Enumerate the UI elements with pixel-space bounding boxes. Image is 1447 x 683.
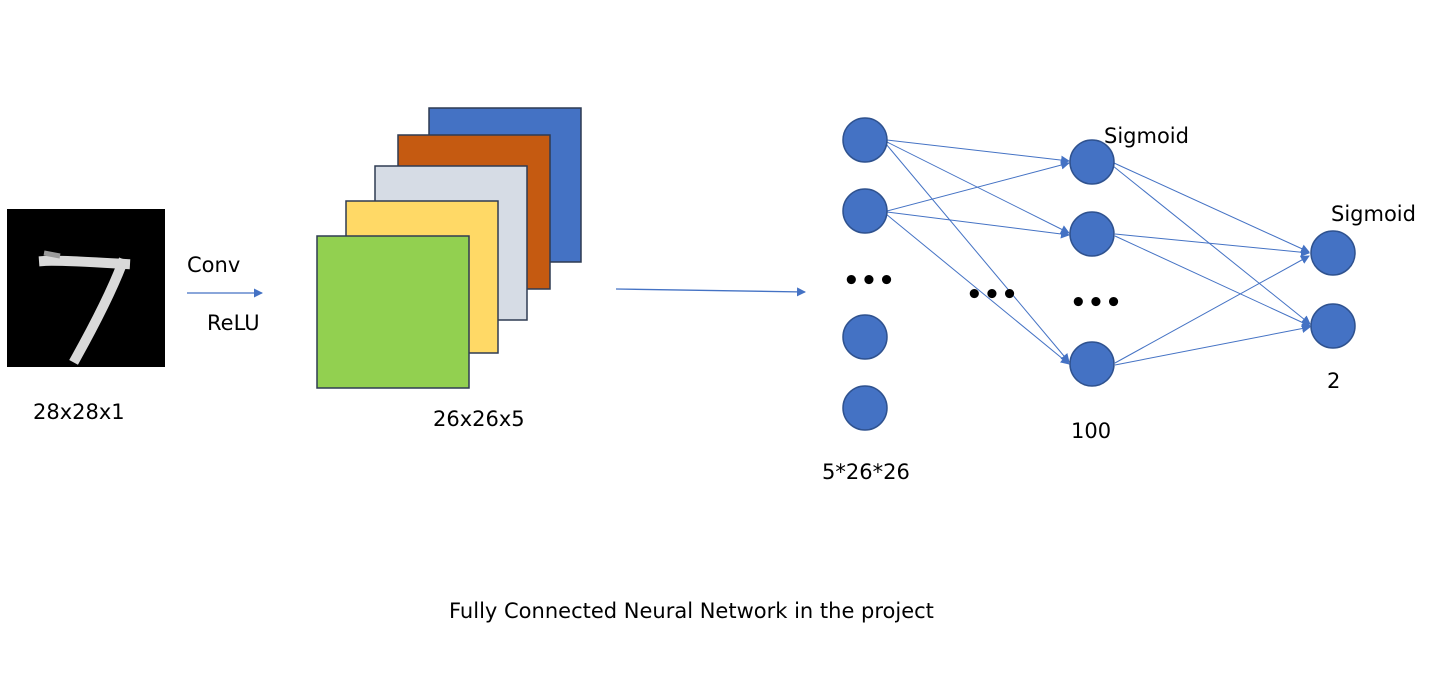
feature-map-blue <box>428 107 582 263</box>
edge <box>886 160 1070 212</box>
edge <box>1112 165 1311 325</box>
hidden-layer-ellipsis: ••• <box>1070 288 1123 318</box>
caption: Fully Connected Neural Network in the pr… <box>449 599 934 623</box>
edge <box>1114 324 1311 366</box>
conv-label: Conv <box>187 253 241 277</box>
edge <box>885 143 1070 363</box>
output-layer-size-label: 2 <box>1327 369 1341 393</box>
relu-label: ReLU <box>207 311 260 335</box>
feature-map-orange <box>397 134 551 290</box>
output-activation-label: Sigmoid <box>1331 202 1416 226</box>
hidden-node <box>1069 211 1115 257</box>
edge <box>1114 255 1310 364</box>
input-dims-label: 28x28x1 <box>33 400 125 424</box>
edge <box>886 139 1070 165</box>
edge <box>886 211 1070 239</box>
input-node <box>842 117 888 163</box>
edge <box>1114 235 1311 327</box>
hidden-layer-size-label: 100 <box>1071 419 1112 443</box>
feature-maps-stack <box>316 107 582 389</box>
hidden-layer-nodes <box>1069 139 1115 387</box>
input-layer-ellipsis: ••• <box>843 266 896 296</box>
output-node <box>1310 303 1356 349</box>
edge <box>1113 162 1310 253</box>
input-node <box>842 188 888 234</box>
output-layer-nodes <box>1310 230 1356 349</box>
edge <box>1114 233 1310 257</box>
between-layers-ellipsis: ••• <box>966 280 1019 310</box>
hidden-activation-label: Sigmoid <box>1104 124 1189 148</box>
flatten-arrow <box>615 287 806 297</box>
output-node <box>1310 230 1356 276</box>
hidden-node <box>1069 341 1115 387</box>
feature-map-gray <box>374 165 528 321</box>
input-node <box>842 385 888 431</box>
input-node <box>842 314 888 360</box>
feature-map-dims-label: 26x26x5 <box>433 407 525 431</box>
feature-map-yellow <box>345 200 499 354</box>
input-digit-image <box>7 209 165 367</box>
network-edges <box>885 139 1311 366</box>
input-layer-size-label: 5*26*26 <box>822 460 910 484</box>
feature-map-green <box>316 235 470 389</box>
edge <box>886 141 1070 234</box>
